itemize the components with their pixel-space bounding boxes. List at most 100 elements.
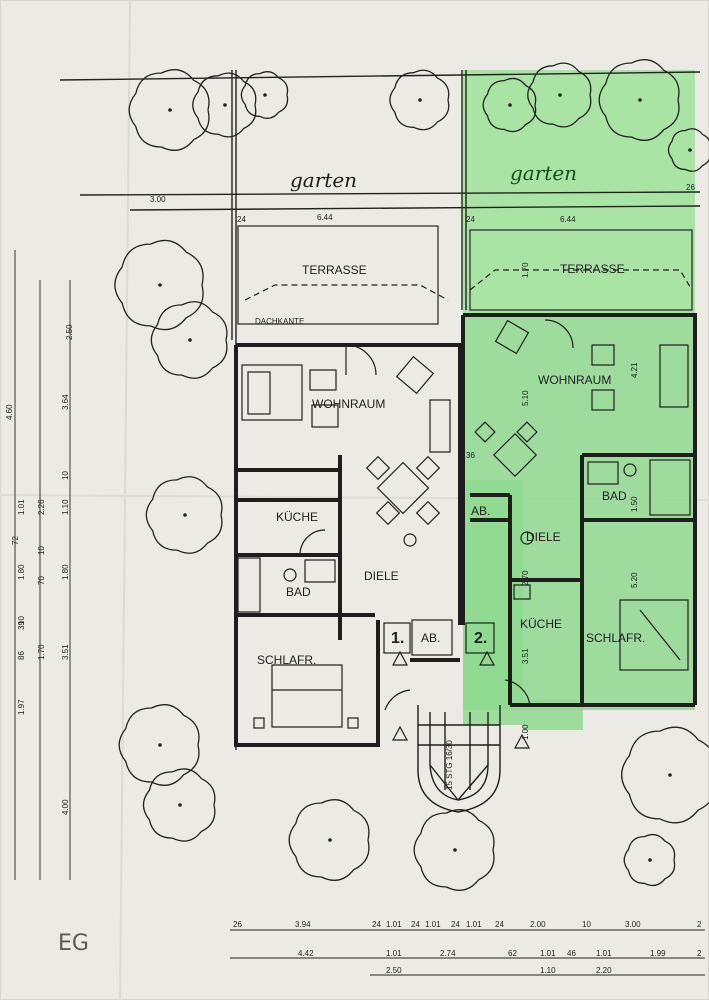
- bottom-dimension-label: 24: [372, 920, 381, 929]
- terrace-left-outline: [237, 225, 439, 325]
- terrace-left-label: TERRASSE: [302, 263, 367, 277]
- dim-top-left: 3.00: [150, 195, 166, 204]
- left-dimension-label: 10: [61, 471, 70, 480]
- bottom-dimension-label: 1.01: [425, 920, 441, 929]
- dim-terrace-depth: 1.70: [521, 262, 530, 278]
- kitchen-right-label: KÜCHE: [520, 617, 562, 631]
- bottom-dimension-label: 4.42: [298, 949, 314, 958]
- landscape-trees: [114, 59, 709, 891]
- tree-symbol: [142, 768, 216, 842]
- left-dimension-label: 1.80: [61, 564, 70, 580]
- tree-symbol: [482, 77, 537, 133]
- bottom-dimension-label: 3.00: [625, 920, 641, 929]
- stair-steps-label: 15 STG 16/30: [445, 740, 454, 790]
- bedroom-right-label: SCHLAFR.: [586, 631, 645, 645]
- storage-right-label: AB.: [471, 504, 490, 518]
- tree-symbol: [389, 69, 450, 131]
- bottom-dimension-label: 2.20: [596, 966, 612, 975]
- bottom-dimension-label: 2.00: [530, 920, 546, 929]
- garden-left-label: garten: [290, 168, 357, 192]
- floor-label: EG: [58, 931, 89, 956]
- left-dimension-label: 1.01: [17, 499, 26, 515]
- left-dimension-label: 2.26: [37, 499, 46, 515]
- left-dimension-label: 3.51: [61, 644, 70, 660]
- terrace-right-label: TERRASSE: [560, 262, 625, 276]
- living-right-label: WOHNRAUM: [538, 373, 611, 387]
- bottom-dimension-label: 2.50: [386, 966, 402, 975]
- tree-symbol: [598, 59, 680, 141]
- left-dimension-label: 10: [17, 616, 26, 625]
- tree-symbol: [145, 476, 223, 554]
- hall-left-label: DIELE: [364, 569, 399, 583]
- dim-kitchen-right: 3.51: [521, 648, 530, 664]
- left-dimension-label: 70: [37, 576, 46, 585]
- left-dimension-label: 2.50: [65, 324, 74, 340]
- dim-angle: 36: [466, 451, 475, 460]
- terrace-right-outline: [469, 229, 693, 311]
- left-dimension-label: 1.80: [17, 564, 26, 580]
- dim-top-width-left: 6.44: [317, 213, 333, 222]
- bottom-dimension-label: 3.94: [295, 920, 311, 929]
- bottom-dimension-label: 1.01: [540, 949, 556, 958]
- tree-symbol: [150, 301, 228, 379]
- bottom-dimension-label: 10: [582, 920, 591, 929]
- tree-symbol: [118, 704, 200, 786]
- right-unit-walls: [461, 313, 697, 707]
- stairwell: [417, 705, 501, 813]
- dim-top-right-small: 26: [686, 183, 695, 192]
- tree-symbol: [413, 809, 495, 891]
- tree-symbol: [240, 71, 289, 119]
- storage-left-label: AB.: [421, 631, 440, 645]
- bottom-dimension-label: 26: [233, 920, 242, 929]
- bottom-dimension-label: 24: [451, 920, 460, 929]
- dim-wall-left: 24: [237, 215, 246, 224]
- bottom-dimension-chain: [230, 929, 705, 976]
- tree-symbol: [192, 72, 257, 138]
- left-dimension-label: 39: [17, 621, 26, 630]
- bottom-dimension-label: 24: [411, 920, 420, 929]
- left-dimension-label: 4.00: [61, 799, 70, 815]
- unit-number-1: 1.: [391, 630, 404, 647]
- tree-symbol: [621, 726, 709, 824]
- dim-living-width-right: 4.21: [630, 362, 639, 378]
- dim-bed-right: 5.20: [630, 572, 639, 588]
- unit-number-2: 2.: [474, 630, 487, 647]
- bottom-dimension-label: 1.01: [386, 920, 402, 929]
- tree-symbol: [114, 239, 204, 331]
- left-dimension-label: 1.70: [37, 644, 46, 660]
- roof-edge-label: DACHKANTE: [255, 317, 304, 326]
- bottom-dimension-label: 1.01: [596, 949, 612, 958]
- dim-top-width-right: 6.44: [560, 215, 576, 224]
- left-dimension-label: 72: [11, 536, 20, 545]
- left-dimension-chain: [14, 250, 71, 880]
- kitchen-left-label: KÜCHE: [276, 510, 318, 524]
- tree-symbol: [623, 833, 676, 887]
- garden-right-label: garten: [510, 161, 577, 185]
- bedroom-left-label: SCHLAFR.: [257, 653, 316, 667]
- left-unit-walls: [234, 343, 462, 747]
- bottom-dimension-label: 24: [495, 920, 504, 929]
- dim-hall-right: 2.70: [521, 570, 530, 586]
- tree-symbol: [288, 799, 370, 881]
- dim-bath-right: 1.50: [630, 496, 639, 512]
- left-dimension-label: 10: [37, 546, 46, 555]
- tree-symbol: [667, 128, 709, 172]
- living-left-label: WOHNRAUM: [312, 397, 385, 411]
- bottom-dimension-label: 2.74: [440, 949, 456, 958]
- bottom-dimension-label: 1.10: [540, 966, 556, 975]
- bottom-dimension-label: 1.01: [466, 920, 482, 929]
- bottom-dimension-label: 2: [697, 949, 702, 958]
- bath-left-label: BAD: [286, 585, 311, 599]
- left-dimension-label: 1.97: [17, 699, 26, 715]
- left-dimension-label: 4.60: [5, 404, 14, 420]
- hall-right-label: DIELE: [526, 530, 561, 544]
- bottom-dimension-label: 2: [697, 920, 702, 929]
- bottom-dimension-label: 1.01: [386, 949, 402, 958]
- dim-wall-right: 24: [466, 215, 475, 224]
- dim-living-depth-right: 5.10: [521, 390, 530, 406]
- tree-symbol: [128, 69, 210, 151]
- bottom-dimension-label: 62: [508, 949, 517, 958]
- tree-symbol: [527, 62, 592, 128]
- bottom-dimension-label: 1.99: [650, 949, 666, 958]
